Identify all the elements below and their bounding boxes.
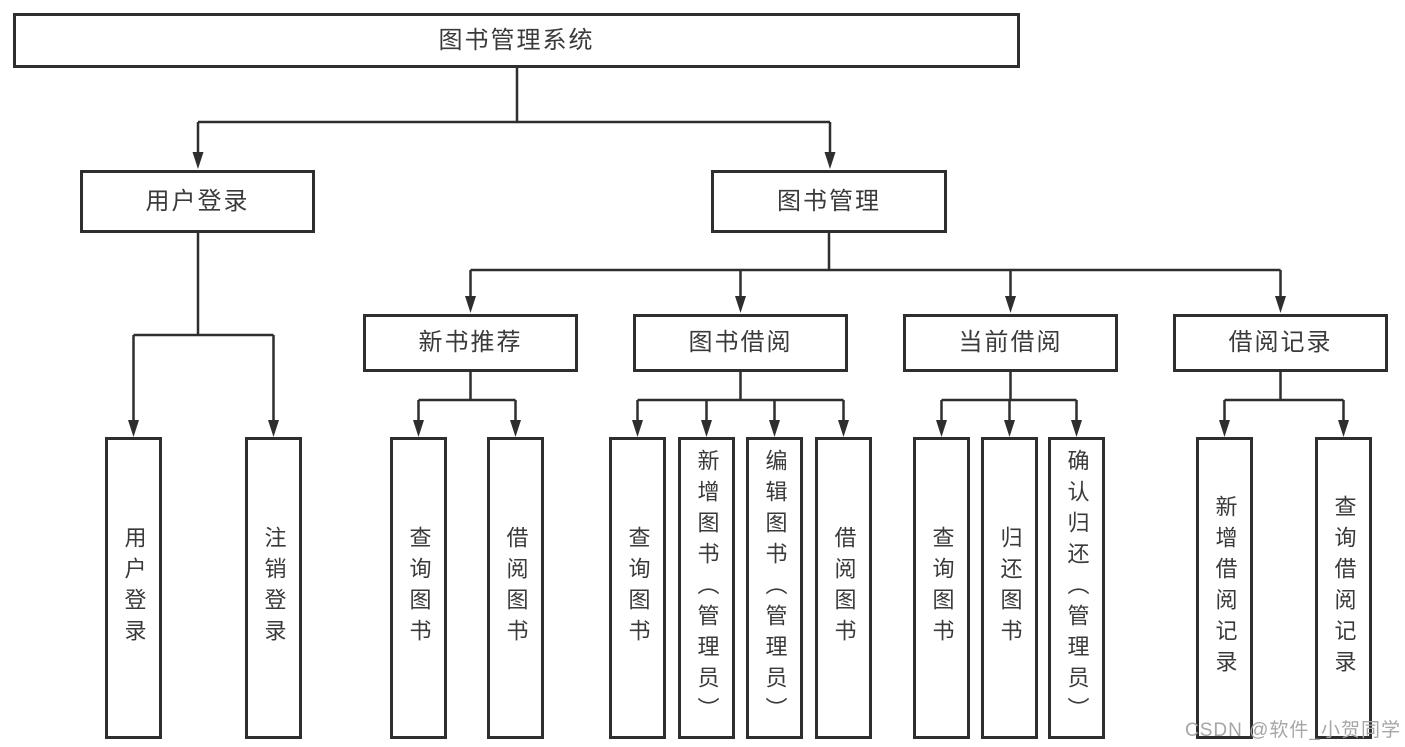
node-book-management: 图书管理 — [711, 170, 947, 233]
node-book-borrow: 图书借阅 — [633, 314, 848, 372]
leaf-label: 查询图书 — [625, 526, 651, 650]
leaf-query-books-borrow: 查询图书 — [609, 437, 666, 739]
leaf-query-books-recommend: 查询图书 — [390, 437, 447, 739]
leaf-logout: 注销登录 — [245, 437, 302, 739]
node-label: 借阅记录 — [1228, 329, 1333, 356]
leaf-label: 确认归还（管理员） — [1064, 448, 1090, 728]
csdn-watermark: CSDN @软件_小贺同学 — [1185, 720, 1401, 741]
node-label: 图书管理系统 — [438, 26, 595, 54]
leaf-user-login: 用户登录 — [105, 437, 162, 739]
leaf-label: 查询借阅记录 — [1331, 495, 1357, 681]
node-label: 新书推荐 — [418, 329, 523, 356]
leaf-label: 借阅图书 — [831, 526, 857, 650]
leaf-label: 查询图书 — [929, 526, 955, 650]
leaf-label: 用户登录 — [121, 526, 147, 650]
leaf-add-books-admin: 新增图书（管理员） — [678, 437, 735, 739]
node-library-management-system: 图书管理系统 — [13, 13, 1020, 68]
leaf-edit-books-admin: 编辑图书（管理员） — [746, 437, 803, 739]
leaf-label: 借阅图书 — [503, 526, 529, 650]
leaf-confirm-return-admin: 确认归还（管理员） — [1048, 437, 1105, 739]
node-new-book-recommend: 新书推荐 — [363, 314, 578, 372]
leaf-label: 新增图书（管理员） — [694, 448, 720, 728]
leaf-label: 归还图书 — [997, 526, 1023, 650]
leaf-label: 新增借阅记录 — [1212, 495, 1238, 681]
leaf-borrow-books-recommend: 借阅图书 — [487, 437, 544, 739]
node-label: 当前借阅 — [958, 329, 1063, 356]
node-user-login: 用户登录 — [80, 170, 315, 233]
node-borrow-records: 借阅记录 — [1173, 314, 1388, 372]
leaf-query-borrow-record: 查询借阅记录 — [1315, 437, 1372, 739]
leaf-query-books-current: 查询图书 — [913, 437, 970, 739]
leaf-label: 编辑图书（管理员） — [762, 448, 788, 728]
node-label: 图书管理 — [777, 187, 881, 215]
node-label: 用户登录 — [145, 187, 250, 215]
leaf-borrow-books: 借阅图书 — [815, 437, 872, 739]
leaf-label: 查询图书 — [406, 526, 432, 650]
node-label: 图书借阅 — [688, 329, 793, 356]
node-current-borrow: 当前借阅 — [903, 314, 1118, 372]
leaf-add-borrow-record: 新增借阅记录 — [1196, 437, 1253, 739]
leaf-return-books: 归还图书 — [981, 437, 1038, 739]
leaf-label: 注销登录 — [261, 526, 287, 650]
